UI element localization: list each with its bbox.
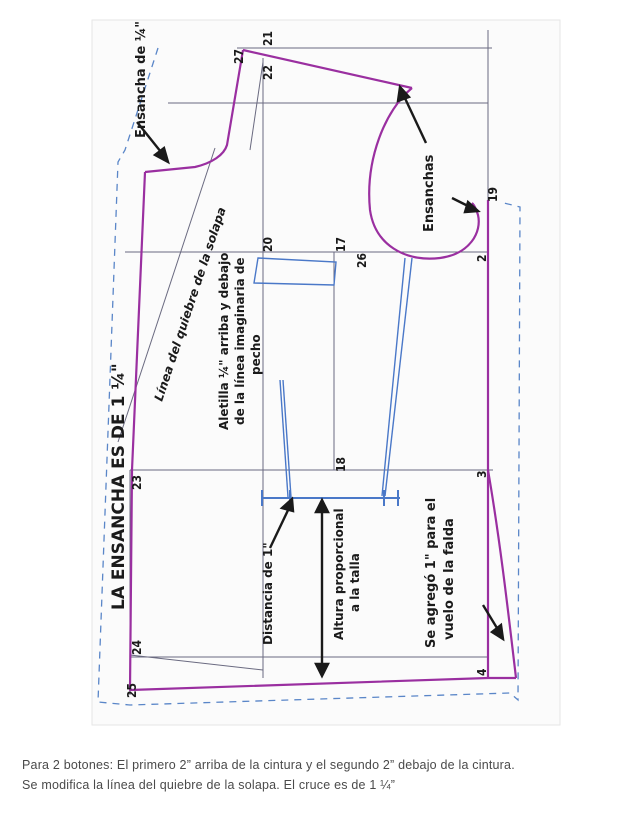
aletilla-label-3: pecho bbox=[249, 334, 263, 375]
pattern-diagram: LA ENSANCHA ES DE 1 ¼" Ensancha de ¼" Lí… bbox=[91, 19, 561, 726]
point-27: 27 bbox=[232, 49, 246, 64]
point-3: 3 bbox=[475, 470, 489, 478]
altura-label-2: a la talla bbox=[348, 553, 362, 612]
arrow-ensanchas bbox=[401, 93, 428, 144]
pattern-outline bbox=[128, 48, 518, 692]
agrego-label-1: Se agregó 1" para el bbox=[424, 498, 439, 648]
aletilla-label-1: Aletilla ¼" arriba y debajo bbox=[217, 253, 231, 430]
title-text: LA ENSANCHA ES DE 1 ¼" bbox=[109, 363, 129, 610]
point-24: 24 bbox=[130, 639, 144, 655]
aletilla-label-2: de la línea imaginaria de bbox=[233, 257, 247, 425]
point-19: 19 bbox=[486, 187, 500, 202]
paper-background bbox=[91, 19, 561, 726]
linea-quiebre-line bbox=[117, 147, 216, 443]
point-4: 4 bbox=[475, 668, 489, 676]
point-17: 17 bbox=[334, 237, 348, 252]
point-23: 23 bbox=[130, 475, 144, 490]
aletilla-shape bbox=[253, 257, 337, 286]
caption-line-2: Se modifica la línea del quiebre de la s… bbox=[22, 778, 396, 792]
altura-label-1: Altura proporcional bbox=[332, 508, 346, 640]
point-26: 26 bbox=[355, 253, 369, 268]
caption-line-1: Para 2 botones: El primero 2” arriba de … bbox=[22, 758, 515, 772]
arrows bbox=[136, 84, 505, 679]
dashed-outline bbox=[97, 47, 521, 706]
point-labels: 27 21 22 20 17 26 19 2 18 23 3 24 4 25 bbox=[125, 31, 500, 698]
point-20: 20 bbox=[261, 237, 275, 252]
point-25: 25 bbox=[125, 683, 139, 698]
ensancha-cuarto-label: Ensancha de ¼" bbox=[134, 21, 149, 138]
arrow-distancia bbox=[268, 505, 292, 549]
agrego-label-2: vuelo de la falda bbox=[442, 518, 457, 640]
ensanchas-label: Ensanchas bbox=[422, 154, 437, 232]
distancia-label: Distancia de 1" bbox=[261, 542, 275, 645]
point-18: 18 bbox=[334, 457, 348, 472]
point-21: 21 bbox=[261, 31, 275, 46]
caption: Para 2 botones: El primero 2” arriba de … bbox=[22, 755, 622, 795]
point-22: 22 bbox=[261, 65, 275, 80]
point-2: 2 bbox=[475, 254, 489, 262]
aletilla-lines bbox=[253, 257, 413, 506]
